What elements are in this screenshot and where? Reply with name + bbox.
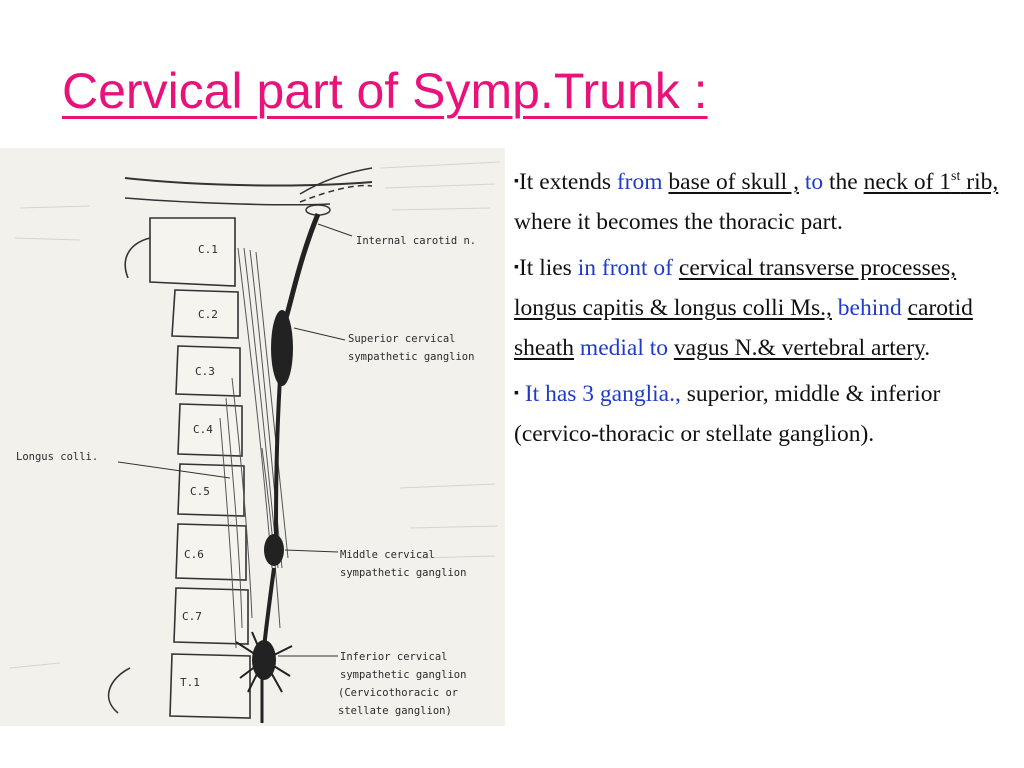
bullet-position: ▪It lies in front of cervical transverse… bbox=[514, 248, 1014, 368]
bullet-marker: ▪ bbox=[514, 386, 519, 401]
vertebra-label-c2: C.2 bbox=[198, 308, 218, 321]
skull-base bbox=[124, 167, 373, 216]
b2-transverse-processes: cervical transverse processes, bbox=[678, 255, 957, 281]
leader-lines bbox=[117, 223, 353, 657]
label-internal-carotid: Internal carotid n. bbox=[356, 235, 476, 247]
label-inferior-ganglion-3: (Cervicothoracic or bbox=[338, 687, 458, 699]
background-texture bbox=[9, 161, 501, 669]
label-middle-ganglion-1: Middle cervical bbox=[340, 549, 435, 561]
b2-behind: behind bbox=[837, 295, 902, 321]
stellate-ganglion bbox=[235, 631, 293, 693]
superior-ganglion bbox=[271, 310, 293, 386]
b2-vagus-vertebral: vagus N.& vertebral artery bbox=[673, 335, 925, 361]
vertebra-label-c1: C.1 bbox=[198, 243, 218, 256]
b2-in-front-of: in front of bbox=[577, 255, 674, 281]
label-middle-ganglion-2: sympathetic ganglion bbox=[340, 567, 466, 579]
b2-carotid-sheath: carotid sheath bbox=[514, 295, 973, 361]
b1-the: the bbox=[829, 169, 864, 195]
vertebra-label-t1: T.1 bbox=[180, 676, 200, 689]
bullet-list: ▪It extends from base of skull , to the … bbox=[514, 162, 1014, 460]
bullet-ganglia: ▪ It has 3 ganglia., superior, middle & … bbox=[514, 374, 1014, 454]
b2-medial-to: medial to bbox=[579, 335, 669, 361]
b2-period: . bbox=[924, 335, 931, 361]
label-superior-ganglion-2: sympathetic ganglion bbox=[348, 351, 474, 363]
bullet-extent: ▪It extends from base of skull , to the … bbox=[514, 162, 1014, 242]
bullet-marker: ▪ bbox=[514, 174, 519, 189]
cervical-spine-diagram: C.1 C.2 C.3 C.4 C.5 C.6 C.7 T.1 Internal… bbox=[9, 161, 501, 723]
bullet-marker: ▪ bbox=[514, 260, 519, 275]
label-inferior-ganglion-2: sympathetic ganglion bbox=[340, 669, 466, 681]
vertebra-label-c5: C.5 bbox=[190, 485, 210, 498]
b1-text-1: It extends bbox=[518, 169, 617, 195]
b3-three-ganglia: It has 3 ganglia., bbox=[524, 381, 681, 407]
label-superior-ganglion-1: Superior cervical bbox=[348, 333, 455, 345]
label-longus-colli: Longus colli. bbox=[16, 451, 98, 463]
vertebra-label-c7: C.7 bbox=[182, 610, 202, 623]
vertebral-column bbox=[107, 217, 251, 719]
b1-rib: rib, bbox=[960, 169, 999, 195]
b1-neck-of-1: neck of 1 bbox=[863, 169, 952, 195]
b1-sup-st: st bbox=[951, 169, 961, 185]
b1-text-end: where it becomes the thoracic part. bbox=[514, 209, 843, 235]
b3-ganglia-list: superior, middle & inferior (cervico-tho… bbox=[514, 381, 941, 447]
vertebra-label-c4: C.4 bbox=[193, 423, 213, 436]
vertebra-label-c3: C.3 bbox=[195, 365, 215, 378]
anatomy-figure: C.1 C.2 C.3 C.4 C.5 C.6 C.7 T.1 Internal… bbox=[0, 148, 505, 726]
b1-to: to bbox=[804, 169, 824, 195]
label-inferior-ganglion-4: stellate ganglion) bbox=[338, 705, 452, 717]
b1-base-of-skull: base of skull , bbox=[668, 169, 799, 195]
b1-neck-of-rib: neck of 1st rib, bbox=[864, 169, 999, 195]
slide-title: Cervical part of Symp.Trunk : bbox=[62, 63, 708, 119]
vertebra-label-c6: C.6 bbox=[184, 548, 204, 561]
b2-longus-muscles: longus capitis & longus colli Ms., bbox=[514, 295, 832, 321]
b2-lies: It lies bbox=[518, 255, 578, 281]
middle-ganglion bbox=[264, 534, 284, 566]
b1-from: from bbox=[616, 169, 663, 195]
label-inferior-ganglion-1: Inferior cervical bbox=[340, 651, 447, 663]
sympathetic-trunk bbox=[235, 213, 321, 723]
